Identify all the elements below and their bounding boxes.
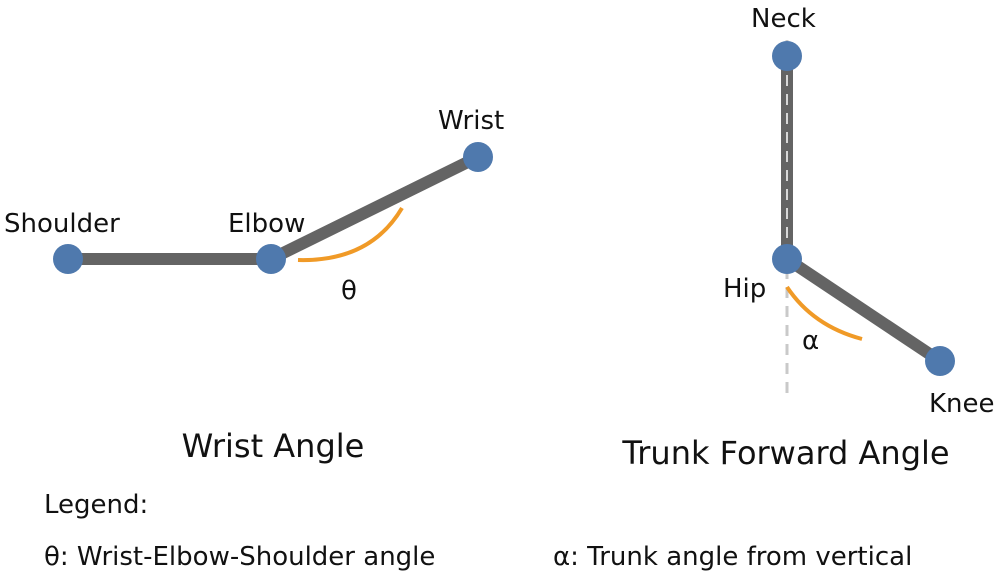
trunk-forward-angle-panel: Neck Hip Knee α Trunk Forward Angle bbox=[621, 4, 994, 472]
trunk-forward-angle-title: Trunk Forward Angle bbox=[621, 434, 949, 472]
elbow-joint bbox=[256, 244, 286, 274]
wrist-label: Wrist bbox=[438, 106, 504, 136]
elbow-label: Elbow bbox=[228, 209, 305, 239]
hip-joint bbox=[772, 244, 802, 274]
wrist-angle-title: Wrist Angle bbox=[182, 427, 365, 465]
forearm-segment bbox=[268, 151, 481, 265]
wrist-angle-panel: Shoulder Elbow Wrist θ Wrist Angle bbox=[4, 106, 504, 465]
legend: Legend: θ: Wrist-Elbow-Shoulder angle α:… bbox=[44, 490, 912, 572]
neck-joint bbox=[772, 41, 802, 71]
alpha-angle-arc bbox=[785, 285, 863, 341]
legend-entry-theta: θ: Wrist-Elbow-Shoulder angle bbox=[44, 542, 435, 572]
theta-angle-arc bbox=[297, 206, 404, 263]
legend-heading: Legend: bbox=[44, 490, 148, 520]
shoulder-joint bbox=[53, 244, 83, 274]
hip-label: Hip bbox=[723, 274, 766, 304]
neck-label: Neck bbox=[751, 4, 816, 34]
legend-entry-alpha: α: Trunk angle from vertical bbox=[553, 542, 912, 572]
knee-joint bbox=[925, 346, 955, 376]
theta-symbol: θ bbox=[341, 276, 357, 306]
wrist-joint bbox=[463, 142, 493, 172]
alpha-symbol: α bbox=[802, 326, 819, 356]
thigh-segment bbox=[783, 254, 944, 366]
knee-label: Knee bbox=[929, 389, 995, 419]
shoulder-label: Shoulder bbox=[4, 209, 120, 239]
